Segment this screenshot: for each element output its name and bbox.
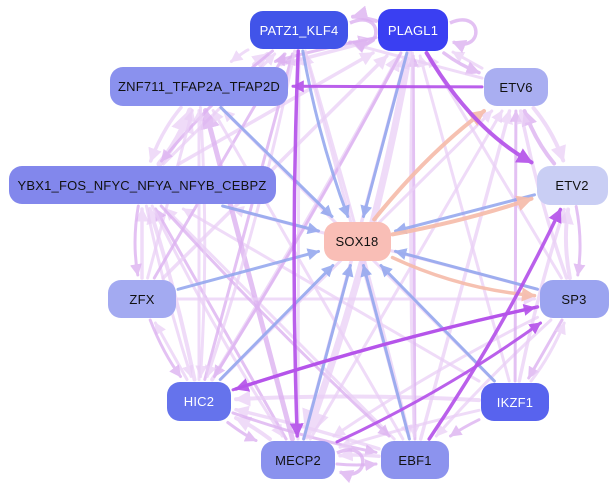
node-IKZF1[interactable]: IKZF1 (481, 383, 549, 421)
edge-PLAGL1-EBF1 (407, 51, 420, 438)
edge-IKZF1-HIC2 (234, 390, 481, 407)
self-loop-PLAGL1 (449, 18, 478, 54)
node-ETV6[interactable]: ETV6 (484, 68, 548, 106)
node-PATZ1_KLF4[interactable]: PATZ1_KLF4 (250, 11, 348, 49)
edge-HIC2-SOX18 (218, 264, 335, 381)
edge-EBF1-ZNF711 (211, 109, 405, 441)
edge-IKZF1-SOX18 (379, 264, 496, 383)
edge-MECP2-EBF1 (335, 459, 378, 472)
edge-MECP2-ETV6 (308, 109, 504, 441)
edge-YBX1-ZFX (130, 204, 142, 277)
edge-ETV2-SP3 (573, 205, 586, 277)
node-ZFX[interactable]: ZFX (108, 280, 176, 318)
edge-ETV6-ETV2 (531, 106, 566, 163)
edge-IKZF1-ETV6 (509, 109, 522, 383)
edge-SOX18-ETV2 (390, 195, 534, 237)
edge-EBF1-SOX18 (360, 264, 411, 441)
edge-MECP2-SP3 (335, 321, 542, 444)
edge-MECP2-SOX18 (302, 264, 354, 441)
edge-IKZF1-YBX1 (181, 207, 481, 383)
node-ETV2[interactable]: ETV2 (536, 165, 608, 205)
edge-YBX1-SOX18 (221, 204, 320, 235)
edge-SOX18-ETV6 (372, 109, 486, 222)
edge-PLAGL1-HIC2 (212, 51, 403, 378)
node-SP3[interactable]: SP3 (539, 280, 609, 318)
edge-SP3-MECP2 (332, 315, 539, 438)
node-SOX18[interactable]: SOX18 (323, 221, 391, 261)
edge-ETV2-SOX18 (394, 193, 536, 235)
node-PLAGL1[interactable]: PLAGL1 (378, 9, 448, 51)
node-ZNF711[interactable]: ZNF711_TFAP2A_TFAP2D (110, 66, 288, 106)
node-MECP2[interactable]: MECP2 (261, 441, 335, 479)
edge-IKZF1-SP3 (529, 321, 566, 383)
self-loop-PATZ1_KLF4 (349, 18, 378, 54)
edge-MECP2-PATZ1_KLF4 (292, 52, 305, 441)
edge-ZNF711-HIC2 (195, 106, 208, 378)
edge-ZFX-PLAGL1 (161, 54, 389, 280)
edge-IKZF1-EBF1 (449, 418, 481, 438)
edge-HIC2-MECP2 (226, 421, 258, 442)
node-EBF1[interactable]: EBF1 (381, 441, 449, 479)
edge-ZNF711-SOX18 (219, 106, 334, 218)
edge-ZFX-SOX18 (176, 248, 320, 291)
edge-EBF1-PLAGL1 (407, 54, 420, 441)
edge-HIC2-SP3 (231, 304, 536, 392)
edge-YBX1-MECP2 (150, 204, 284, 438)
edge-MECP2-ZNF711 (200, 108, 295, 442)
edge-SP3-ETV2 (557, 207, 574, 280)
edge-PATZ1_KLF4-SOX18 (301, 49, 350, 218)
edge-EBF1-ETV2 (427, 207, 563, 441)
edge-EBF1-MECP2 (338, 447, 381, 462)
edge-PATZ1_KLF4-ZNF711 (229, 48, 250, 63)
edge-EBF1-ETV6 (418, 109, 513, 441)
edge-PLAGL1-SOX18 (360, 51, 409, 218)
edge-ETV6-ZNF711 (291, 80, 484, 93)
self-loop-MECP2 (336, 448, 365, 484)
edge-ZFX-HIC2 (148, 318, 182, 378)
node-HIC2[interactable]: HIC2 (167, 381, 231, 421)
edge-PATZ1_KLF4-MECP2 (289, 49, 304, 438)
edge-PLAGL1-ETV2 (424, 51, 534, 165)
edge-ZNF711-YBX1 (148, 105, 183, 163)
edge-PLAGL1-ETV6 (442, 51, 481, 75)
edge-PLAGL1-PATZ1_KLF4 (351, 5, 378, 23)
node-YBX1[interactable]: YBX1_FOS_NFYC_NFYA_NFYB_CEBPZ (8, 166, 276, 204)
